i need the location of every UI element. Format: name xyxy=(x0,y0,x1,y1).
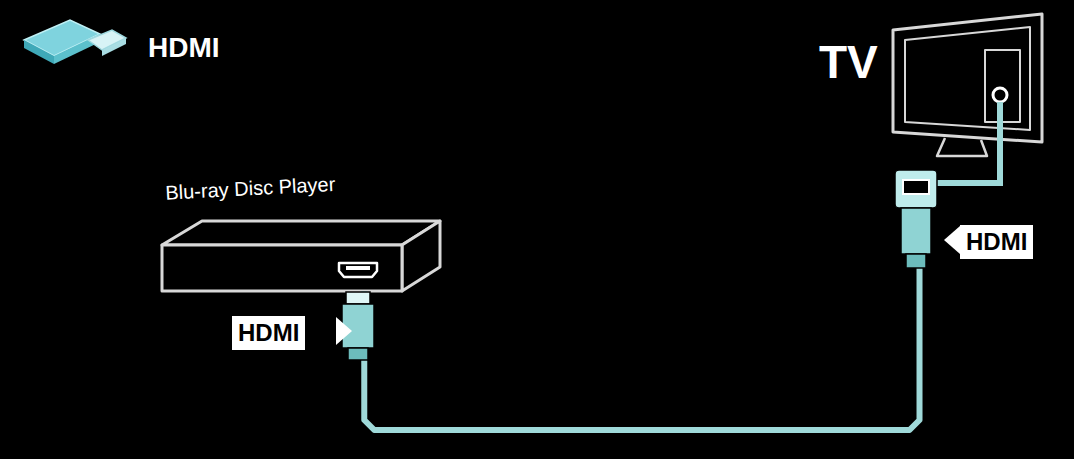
node-label: Blu-ray Disc Player xyxy=(159,163,454,205)
tv-node: TV xyxy=(815,25,1053,170)
cable-tag: HDMI xyxy=(232,316,305,350)
cable-tag: HDMI xyxy=(960,225,1033,259)
hdmi-icon xyxy=(24,20,126,64)
tv-set xyxy=(893,14,1042,156)
diagram-title: HDMI xyxy=(148,32,220,64)
player-node: Blu-ray Disc Player xyxy=(160,178,454,291)
player-box xyxy=(162,221,440,291)
tag-pointer xyxy=(944,226,960,254)
hdmi-cable xyxy=(364,170,919,430)
tv-lead xyxy=(936,102,1000,183)
tv-plug xyxy=(895,170,937,268)
player-plug xyxy=(342,292,374,360)
node-label: TV xyxy=(815,25,1053,89)
tag-pointer xyxy=(336,317,352,345)
